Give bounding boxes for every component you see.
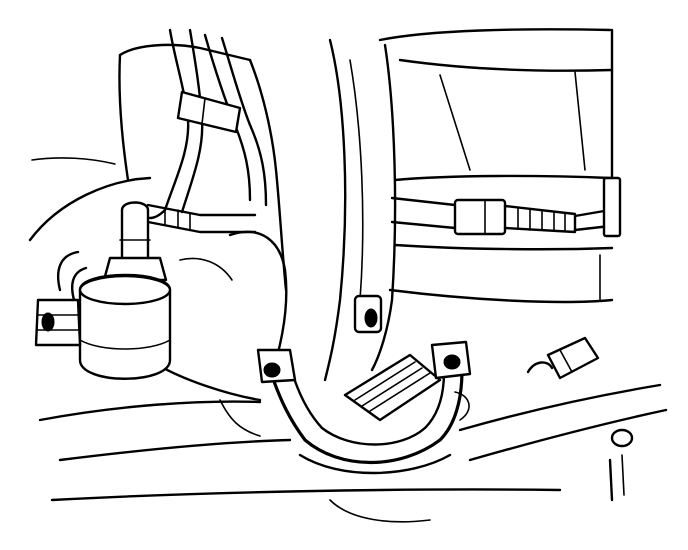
lower-body-sweep-lower: [58, 438, 292, 462]
top-right-housing-ridge: [398, 58, 614, 72]
lower-body-right-sweep-2: [468, 408, 668, 462]
engine-block-inner: [179, 257, 233, 281]
strut-left-edge: [323, 38, 347, 382]
top-right-housing-rib-1: [439, 74, 471, 171]
bottom-right-details: [608, 428, 634, 502]
clamp-rib-2: [361, 367, 423, 407]
canister-clamp-bolt: [41, 312, 55, 332]
bracket-lower-flange: [298, 453, 452, 475]
cable-boot-outline: [503, 204, 577, 234]
bottom-right-edge: [608, 458, 614, 502]
upper-housing-outline: [118, 43, 252, 62]
lower-body-right-sweep: [458, 383, 662, 432]
top-right-housing-bottom: [393, 174, 612, 182]
bracket-outer: [268, 368, 464, 464]
engine-lower-fold: [219, 399, 261, 437]
strut-inner-line: [349, 59, 364, 301]
cable-ferrule: [453, 198, 507, 236]
wheel-well-curve: [28, 176, 152, 242]
hose-bundle: [148, 28, 288, 292]
top-right-housing-top: [378, 28, 612, 42]
mid-right-panel-lower: [388, 288, 614, 304]
hose-2-right: [220, 36, 268, 207]
canister-clamp: [34, 298, 82, 347]
push-pin-connector: [526, 336, 600, 380]
bracket-right-hook: [454, 391, 470, 421]
push-pin-rib: [559, 349, 573, 373]
strut-right-edge: [370, 43, 397, 372]
push-pin-body: [546, 336, 600, 380]
vertical-strut: [323, 38, 397, 382]
bottom-right-curl: [329, 499, 431, 523]
bottom-base-line: [50, 488, 562, 502]
bracket-right-bolt-head: [443, 354, 461, 370]
hose-clamp: [176, 90, 242, 134]
left-panel-stroke: [31, 157, 116, 165]
lower-body-sweep-upper: [38, 400, 262, 422]
upper-housing-left-edge: [118, 53, 130, 182]
bracket-inner: [290, 370, 446, 446]
canister-hose-upper: [56, 250, 80, 292]
hose-3-outer: [248, 58, 288, 292]
throttle-cable: [390, 176, 622, 238]
bottom-right-edge-2: [621, 454, 625, 496]
center-bracket-assembly: [256, 340, 472, 475]
background-body-panels: [28, 28, 668, 523]
bracket-left-bolt-head: [263, 362, 281, 378]
sensor-assembly: [34, 201, 257, 380]
hose-curve-to-sensor: [148, 208, 167, 220]
push-pin-tail: [526, 361, 554, 374]
canister-top: [78, 274, 172, 306]
clamp-rib-3: [369, 372, 431, 412]
hose-clamp-split: [201, 97, 206, 125]
sensor-shaft: [120, 201, 150, 262]
bottom-right-grommet: [610, 428, 634, 448]
canister-band: [79, 339, 171, 350]
cable-lower-line: [390, 220, 457, 230]
cable-upper-line: [390, 196, 457, 207]
sensor-lead-lower: [146, 220, 257, 234]
strut-bolt-shadow: [364, 308, 378, 328]
cable-end-bracket: [602, 176, 622, 238]
canister-hose-lower: [71, 266, 88, 302]
clamp-rib-1: [354, 361, 416, 401]
mid-right-panel-top: [393, 243, 614, 251]
top-right-housing-rib-2: [574, 71, 586, 171]
